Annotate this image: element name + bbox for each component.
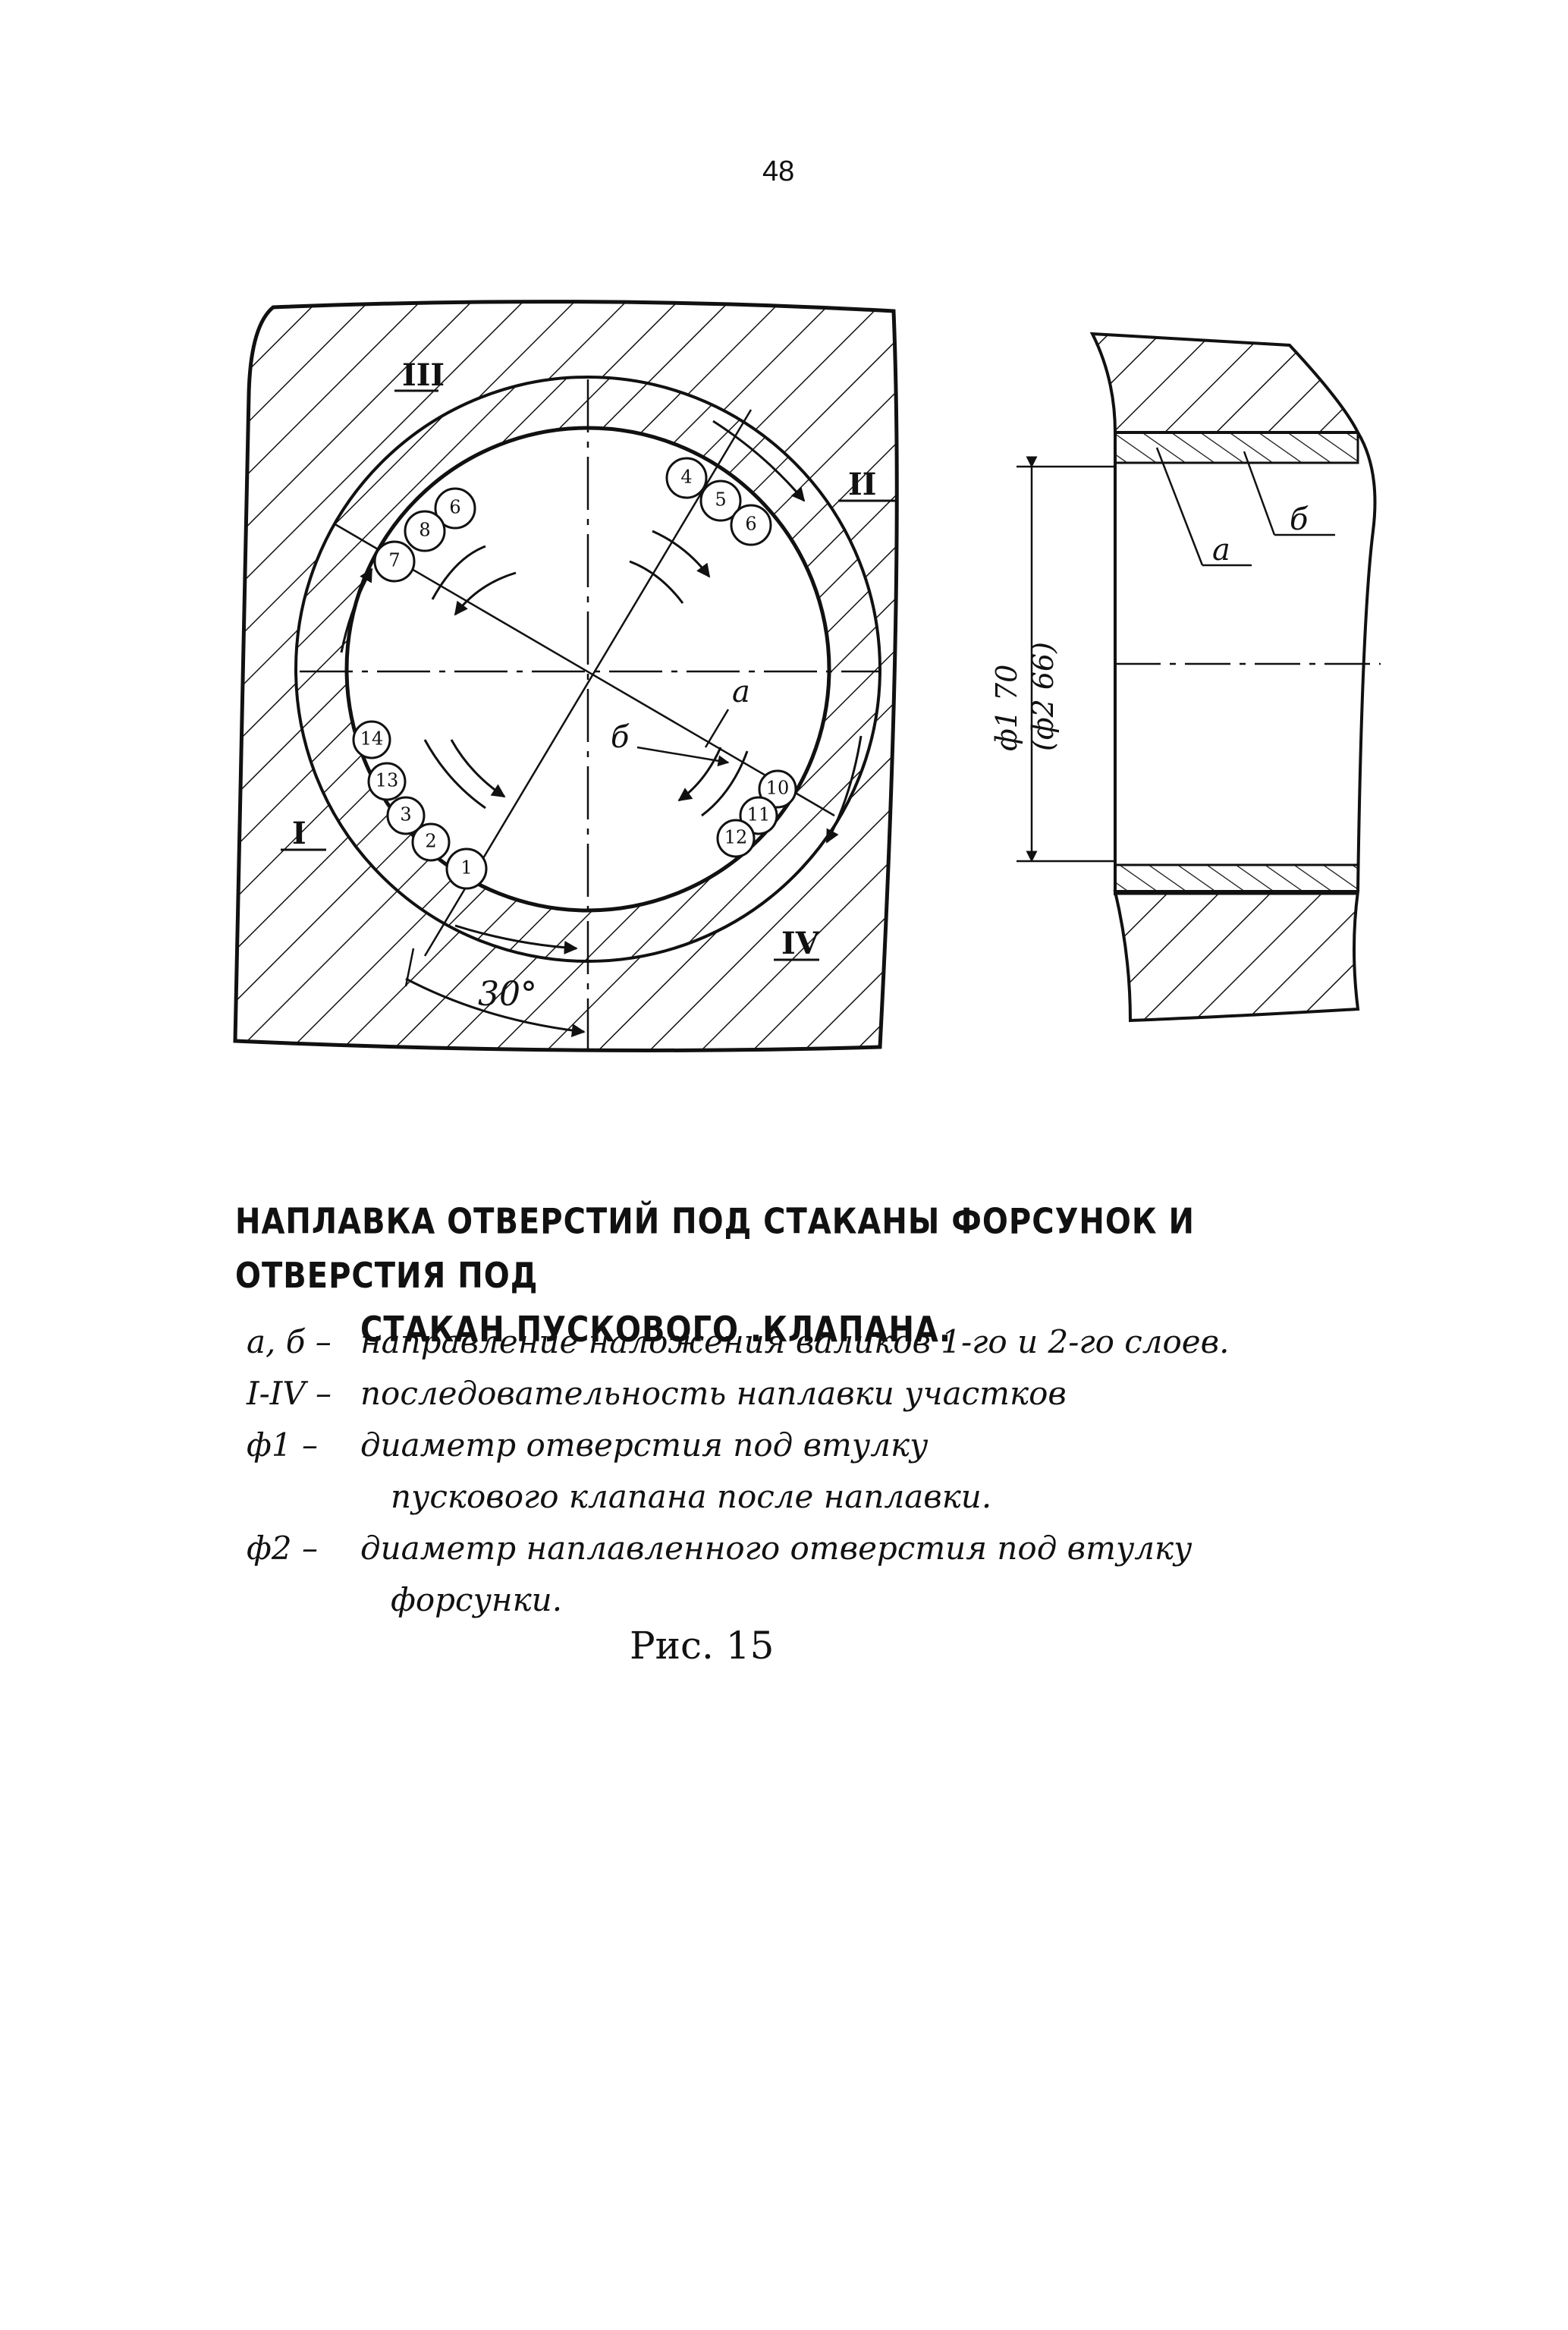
bead-number: 2 — [425, 831, 436, 852]
bead-number: 12 — [724, 827, 748, 848]
bead-number: 6 — [449, 497, 460, 518]
bead-number: 10 — [766, 778, 790, 799]
bead-number: 1 — [460, 857, 472, 879]
legend-item: а, б – направление наложения валиков 1-г… — [247, 1316, 1369, 1368]
bead-group-top-right — [665, 457, 772, 546]
legend-text: диаметр отверстия под втулку — [360, 1426, 929, 1464]
figure-label: Рис. 15 — [630, 1624, 775, 1668]
bead-number: 6 — [745, 514, 756, 535]
legend-symbol: ф2 – — [247, 1530, 318, 1567]
legend-symbol: ф1 – — [247, 1426, 318, 1464]
bead-group-bottom-right — [716, 769, 797, 858]
legend: а, б – направление наложения валиков 1-г… — [247, 1316, 1369, 1626]
bead-number: 7 — [388, 550, 400, 571]
legend-text: направление наложения валиков 1-го и 2-г… — [360, 1323, 1230, 1360]
bead-number: 8 — [419, 520, 430, 541]
legend-text: последовательность наплавки участков — [360, 1375, 1067, 1412]
zone-label-iv: IV — [781, 926, 820, 961]
zone-label-iii: III — [402, 357, 445, 393]
legend-continuation: форсунки. — [391, 1581, 563, 1618]
section-view: а б ф1 70 (ф2 66) — [990, 332, 1381, 1023]
figure-caption: НАПЛАВКА ОТВЕРСТИЙ ПОД СТАКАНЫ ФОРСУНОК … — [235, 1195, 1343, 1357]
bead-number: 5 — [715, 489, 726, 511]
section-label-a: а — [1212, 533, 1230, 568]
dimension-phi2: (ф2 66) — [1026, 642, 1060, 751]
bead-number: 14 — [360, 728, 384, 750]
zone-label-ii: II — [848, 467, 876, 502]
bead-group-top-left — [373, 487, 476, 583]
legend-continuation: пускового клапана после наплавки. — [391, 1478, 992, 1515]
direction-arrows — [340, 420, 863, 954]
caption-line-2: СТАКАН ПУСКОВОГО .КЛАПАНА. — [360, 1310, 952, 1351]
caption-line-1: НАПЛАВКА ОТВЕРСТИЙ ПОД СТАКАНЫ ФОРСУНОК … — [235, 1202, 1195, 1297]
bead-number: 13 — [376, 770, 399, 791]
welding-drawing: 4 5 6 6 8 7 14 13 3 2 1 10 11 12 — [233, 300, 1381, 1055]
dimension-phi1: ф1 70 — [990, 665, 1023, 751]
page-number: 48 — [762, 156, 795, 187]
angle-label: 30° — [478, 975, 537, 1014]
legend-text: диаметр наплавленного отверстия под втул… — [360, 1530, 1192, 1567]
bead-group-bottom-left — [352, 720, 488, 890]
bead-number: 11 — [747, 804, 771, 825]
bead-number: 3 — [400, 804, 411, 825]
bead-number: 4 — [680, 467, 692, 488]
zone-label-i: I — [292, 816, 306, 851]
bore-plan-view: 4 5 6 6 8 7 14 13 3 2 1 10 11 12 — [233, 300, 899, 1055]
legend-symbol: I-IV – — [247, 1375, 332, 1412]
section-label-b: б — [1290, 502, 1309, 537]
direction-label-a: а — [732, 674, 750, 709]
legend-symbol: а, б – — [247, 1323, 332, 1360]
legend-item: ф2 – диаметр наплавленного отверстия под… — [247, 1523, 1369, 1574]
direction-label-b: б — [611, 720, 630, 755]
legend-item: I-IV – последовательность наплавки участ… — [247, 1368, 1369, 1420]
legend-item: ф1 – диаметр отверстия под втулку — [247, 1420, 1369, 1471]
